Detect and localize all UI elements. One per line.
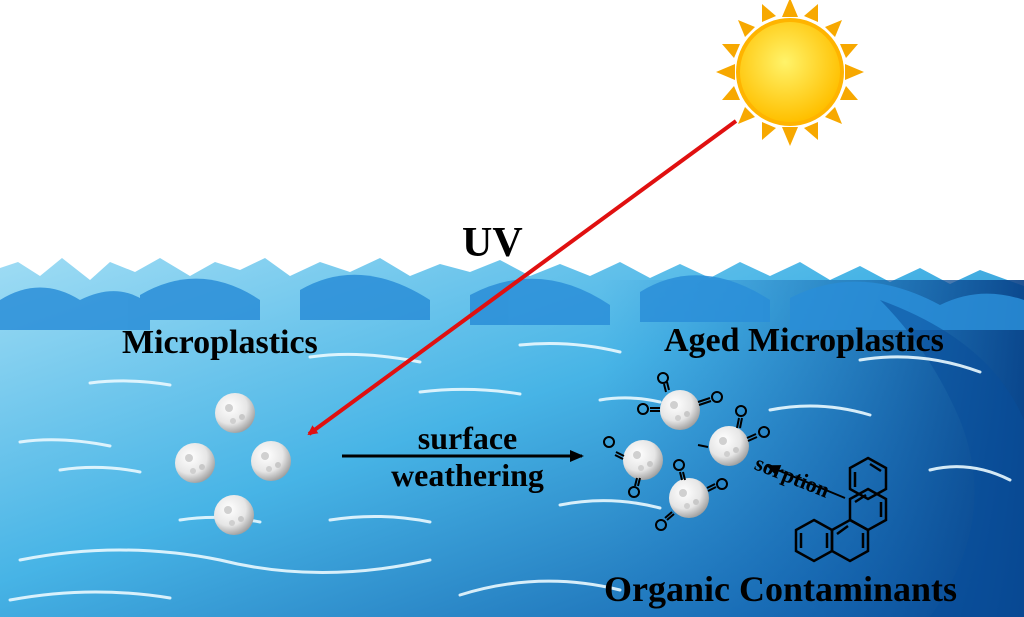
curl-shadow — [880, 300, 1024, 617]
aged-particle-icon — [669, 478, 709, 518]
aged-microplastics-cluster — [614, 381, 758, 521]
microplastics-label: Microplastics — [122, 324, 318, 361]
surface-weathering-label: surface weathering — [360, 420, 575, 494]
organic-contaminants-label: Organic Contaminants — [604, 569, 958, 609]
sorption-arrow — [766, 465, 846, 499]
process-line-2: weathering — [391, 456, 544, 493]
microplastic-particle-icon — [251, 441, 291, 481]
microplastic-particle-icon — [175, 443, 215, 483]
aged-particle-icon — [660, 390, 700, 430]
microplastic-particle-icon — [215, 393, 255, 433]
process-line-1: surface — [417, 420, 518, 456]
uv-ray-arrow — [307, 119, 738, 436]
microplastic-particle-icon — [214, 495, 254, 535]
aged-microplastics-label: Aged Microplastics — [664, 322, 944, 359]
aged-particle-icon — [709, 426, 749, 466]
sun-icon — [716, 0, 864, 146]
carbonyl-oxygens — [603, 372, 770, 531]
aged-particle-icon — [623, 440, 663, 480]
polycyclic-aromatic-molecule-icon — [794, 456, 888, 563]
uv-label: UV — [462, 220, 523, 266]
